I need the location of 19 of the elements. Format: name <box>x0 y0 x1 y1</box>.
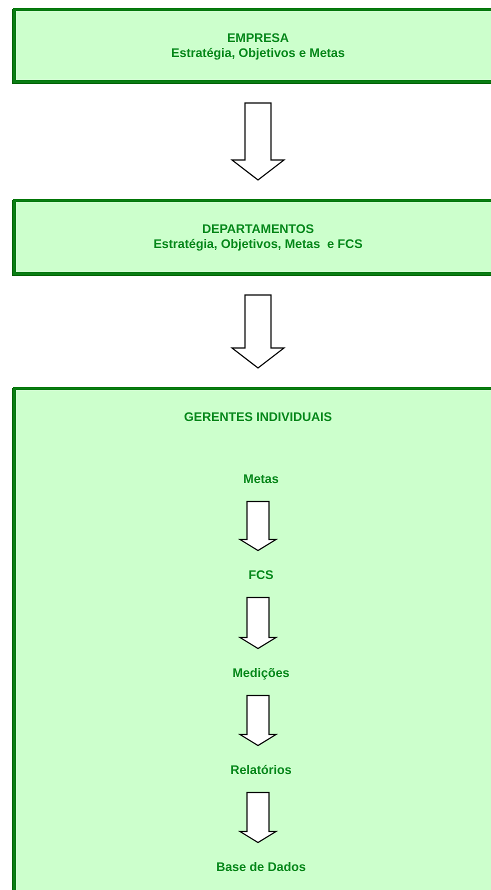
box-heading: GERENTES INDIVIDUAIS <box>183 410 333 425</box>
block-arrow <box>238 792 278 844</box>
box-subtitle: Estratégia, Objetivos, Metas e FCS <box>152 237 364 252</box>
step-label: Medições <box>232 666 290 680</box>
block-arrow <box>238 694 278 746</box>
block-arrow <box>230 294 286 369</box>
block-arrow <box>238 500 278 552</box>
box-heading: DEPARTAMENTOS <box>201 222 315 237</box>
process-box <box>13 199 491 275</box>
process-box <box>13 387 491 890</box>
box-heading: EMPRESA <box>226 31 290 46</box>
process-box <box>13 8 491 83</box>
box-subtitle: Estratégia, Objetivos e Metas <box>170 46 346 61</box>
step-label: Metas <box>243 472 279 486</box>
block-arrow <box>238 596 278 650</box>
step-label: Base de Dados <box>216 860 306 874</box>
step-label: FCS <box>248 568 274 582</box>
block-arrow <box>230 102 286 181</box>
step-label: Relatórios <box>230 762 292 778</box>
